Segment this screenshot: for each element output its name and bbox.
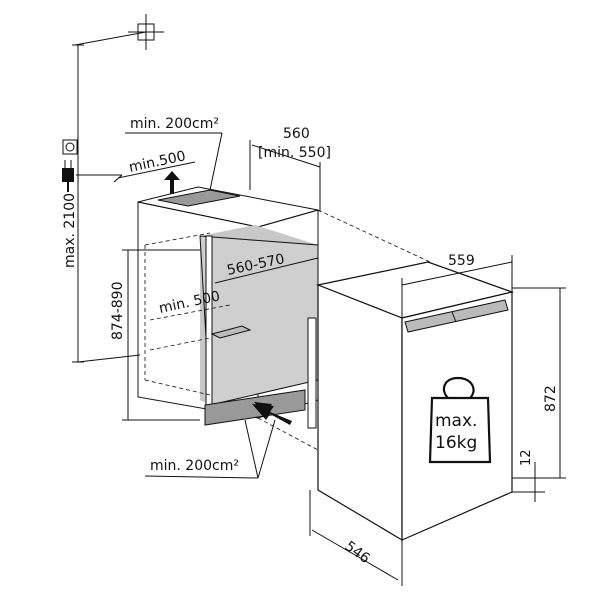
top-vent-dimensions: min. 200cm² min.500: [113, 116, 223, 194]
weight-icon: max. 16kg: [428, 376, 492, 464]
appliance-height-label: 872: [543, 385, 559, 412]
power-socket-icon: [62, 139, 78, 155]
plinth-gap-label: 12: [519, 449, 534, 466]
niche-depth-label: 560: [283, 126, 310, 142]
airflow-up-arrow-icon: [164, 171, 180, 194]
vent-top-depth-label: min.500: [128, 148, 188, 176]
vent-bottom-area-label: min. 200cm²: [150, 458, 239, 474]
appliance-width-label: 559: [448, 253, 475, 269]
plinth-gap-dimension: 12: [512, 449, 545, 502]
appliance-width-dimension: 559: [401, 253, 513, 318]
niche-depth-min-label: [min. 550]: [258, 145, 331, 161]
plug-icon: [62, 160, 122, 192]
max-height-label: max. 2100: [62, 193, 78, 268]
crosshair-icon: [74, 14, 164, 50]
max-height-dimension: max. 2100: [62, 44, 141, 363]
vent-top-area-label: min. 200cm²: [130, 116, 219, 132]
niche-height-dimension: 874-890: [110, 249, 200, 421]
niche-cabinet: [137, 186, 319, 426]
weight-line2-label: 16kg: [435, 433, 477, 453]
airflow-in-arrow-icon: [252, 404, 292, 425]
niche-height-label: 874-890: [110, 282, 126, 341]
appliance-height-dimension: 872: [512, 287, 566, 479]
niche-depth-dimension: 560 [min. 550]: [249, 126, 331, 212]
bottom-vent-dimensions: min. 200cm²: [144, 402, 292, 479]
weight-line1-label: max.: [435, 411, 477, 431]
